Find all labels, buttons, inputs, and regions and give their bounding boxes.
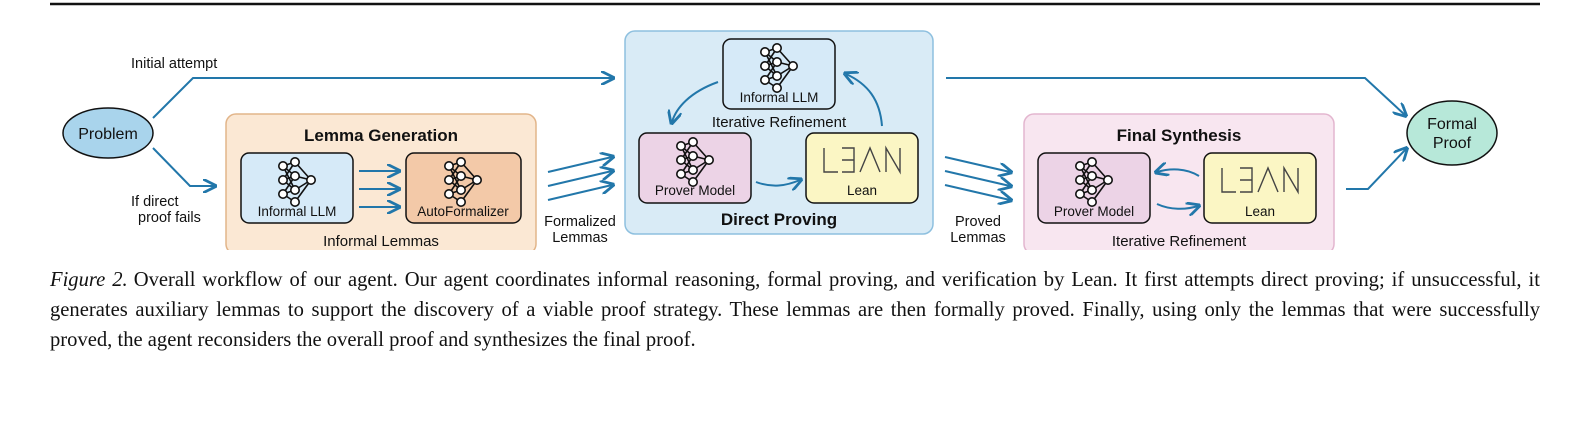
proved-lemmas-arrow (944, 170, 1010, 186)
autoformalizer-label: AutoFormalizer (417, 204, 509, 219)
direct-prover-model-label: Prover Model (655, 183, 735, 198)
final-prover-to-lean-arrow (1156, 204, 1198, 209)
synthesis-to-proof-arrow (1346, 149, 1406, 190)
final-lean-label: Lean (1245, 204, 1275, 219)
workflow-diagram: Lemma Generation Direct Proving Final Sy… (50, 2, 1540, 250)
final-iterative-refinement-label: Iterative Refinement (1112, 233, 1247, 250)
final-synthesis-title: Final Synthesis (1117, 126, 1242, 145)
direct-lean-label: Lean (847, 183, 877, 198)
lemma-generation-title: Lemma Generation (304, 126, 458, 145)
if-direct-label-line2: proof fails (138, 210, 201, 226)
lean-to-llm-arrow (846, 74, 883, 127)
final-prover-model-label: Prover Model (1054, 204, 1134, 219)
fallback-arrow (152, 147, 214, 186)
informal-lemmas-label: Informal Lemmas (323, 233, 439, 250)
formalized-lemmas-arrow (547, 171, 612, 187)
proved-lemmas-arrow (944, 184, 1010, 200)
final-lean-to-prover-arrow (1157, 169, 1200, 177)
caption-text: Overall workflow of our agent. Our agent… (50, 269, 1540, 351)
if-direct-label-line1: If direct (131, 194, 179, 210)
formal-proof-node (1406, 100, 1498, 166)
direct-proving-title: Direct Proving (721, 210, 837, 229)
formalized-lemmas-arrow (547, 185, 612, 201)
initial-attempt-label: Initial attempt (131, 56, 217, 72)
initial-attempt-arrow (152, 78, 612, 119)
llm-to-prover-arrow (672, 81, 719, 122)
direct-iterative-refinement-label: Iterative Refinement (712, 114, 847, 131)
formal-proof-label-line2: Proof (1433, 135, 1472, 152)
lemma-informal-llm-label: Informal LLM (258, 204, 337, 219)
formal-proof-label-line1: Formal (1427, 116, 1477, 133)
formalized-label-line2: Lemmas (552, 230, 608, 246)
proved-label-line2: Lemmas (950, 230, 1006, 246)
proved-lemmas-arrow (944, 156, 1010, 172)
prover-to-lean-arrow (755, 180, 800, 186)
problem-label: Problem (78, 126, 138, 143)
figure-label: Figure 2. (50, 269, 128, 291)
direct-informal-llm-label: Informal LLM (740, 90, 819, 105)
formalized-lemmas-arrow (547, 157, 612, 173)
figure-caption: Figure 2.Overall workflow of our agent. … (50, 265, 1540, 355)
proved-label-line1: Proved (955, 214, 1001, 230)
direct-to-proof-arrow (946, 77, 1405, 115)
problem-node (62, 107, 154, 159)
formalized-label-line1: Formalized (544, 214, 616, 230)
